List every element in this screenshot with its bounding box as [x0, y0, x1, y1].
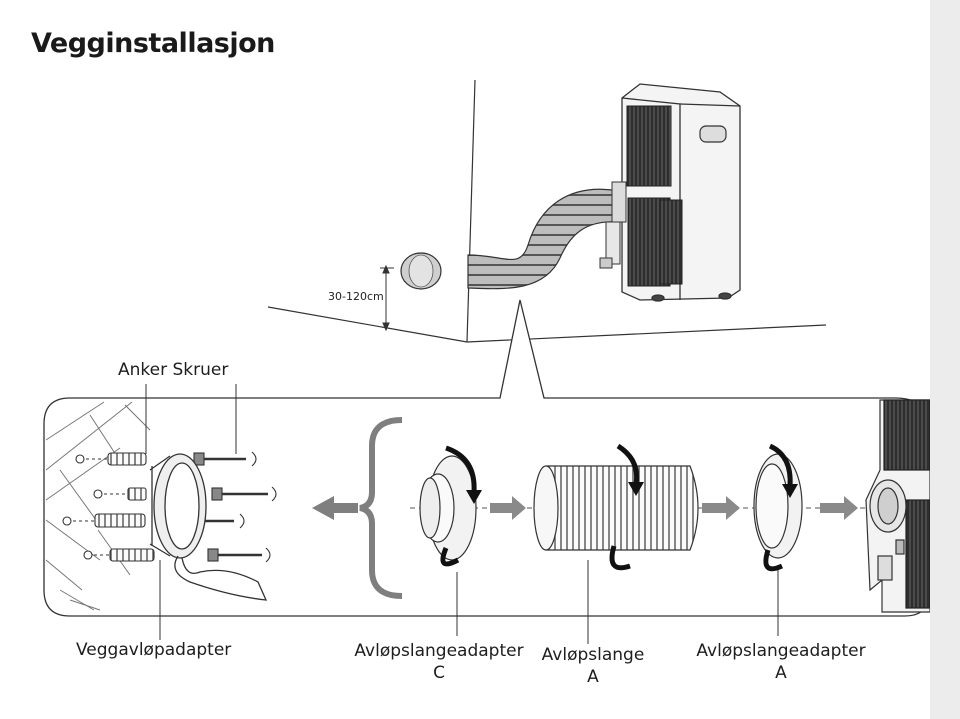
- height-range-label: 30-120cm: [328, 290, 384, 303]
- wall-exhaust-port: [400, 252, 442, 290]
- adapter-c-letter: C: [433, 663, 445, 683]
- page-margin-strip: [930, 0, 960, 719]
- arrow-to-wall: [312, 496, 358, 520]
- hose-name: Avløpslange: [541, 645, 645, 665]
- exhaust-hose-a: [533, 465, 699, 551]
- grouping-bracket: [359, 417, 403, 599]
- adapter-a-letter: A: [775, 663, 787, 683]
- adapter-a-name: Avløpslangeadapter: [696, 641, 866, 661]
- anchor-screws: [62, 451, 277, 563]
- anchor-row-1: [75, 451, 257, 467]
- anchor-row-4: [83, 547, 271, 563]
- installation-illustration: [43, 79, 930, 644]
- adapter-a-label: Avløpslangeadapter A: [696, 640, 866, 684]
- rotate-arrow-c: [440, 445, 482, 567]
- hose-adapter-a: [753, 453, 803, 559]
- anchor-row-2: [93, 486, 277, 502]
- height-dimension: [380, 264, 394, 332]
- wall-drain-adapter: [149, 453, 268, 601]
- wall-adapter-label: Veggavløpadapter: [76, 640, 232, 660]
- assembly-arrows: [490, 496, 858, 520]
- adapter-c-label: Avløpslangeadapter C: [354, 640, 524, 684]
- anchor-screws-label: Anker Skruer: [118, 360, 229, 380]
- adapter-c-name: Avløpslangeadapter: [354, 641, 524, 661]
- hose-adapter-c: [419, 455, 477, 561]
- portable-ac-unit: [599, 83, 741, 302]
- rotate-arrow-hose: [609, 443, 644, 571]
- leader-lines: [145, 384, 779, 644]
- page-title: Vegginstallasjon: [31, 28, 275, 59]
- exhaust-hose-overview: [467, 188, 619, 290]
- rotate-arrow-a: [763, 443, 798, 572]
- ac-unit-detail: [865, 399, 930, 613]
- hose-a-label: Avløpslange A: [536, 644, 650, 688]
- hose-letter: A: [587, 667, 599, 687]
